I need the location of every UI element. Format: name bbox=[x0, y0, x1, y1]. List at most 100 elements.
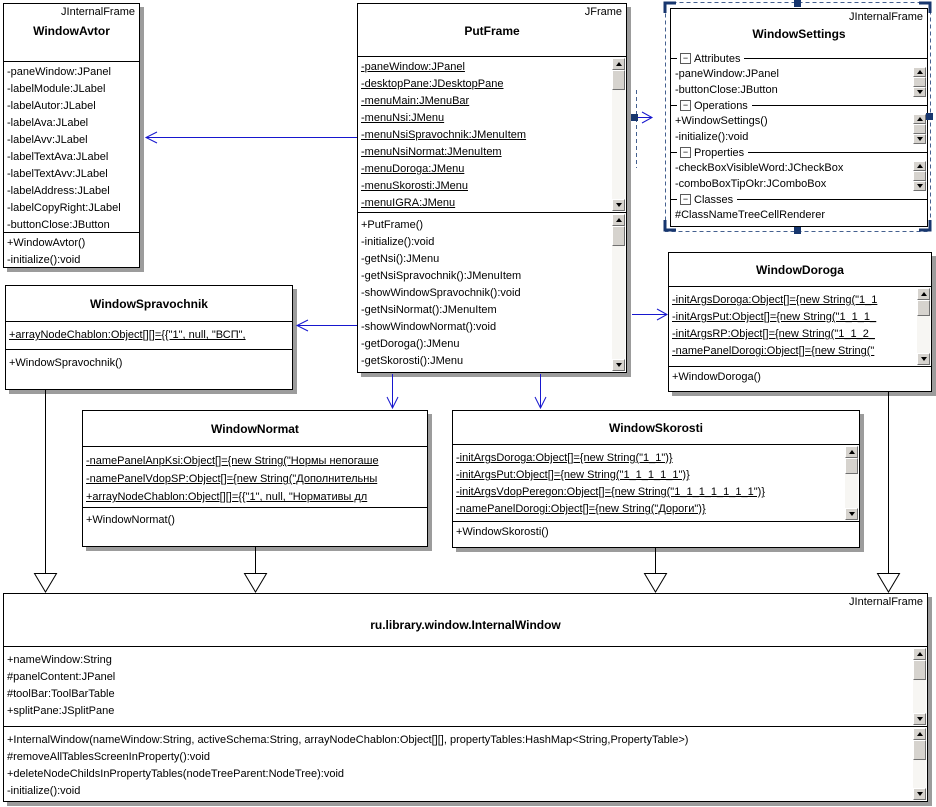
method-row[interactable]: #removeAllTablesScreenInProperty():void bbox=[7, 751, 210, 763]
scroll-up-button[interactable] bbox=[913, 114, 926, 124]
scroll-down-button[interactable] bbox=[913, 713, 926, 725]
method-row[interactable]: -getNsiSpravochnik():JMenuItem bbox=[361, 270, 522, 282]
class-name[interactable]: WindowAvtor bbox=[33, 24, 110, 38]
collapse-icon[interactable]: − bbox=[680, 53, 691, 64]
attribute-row[interactable]: -desktopPane:JDesktopPane bbox=[361, 78, 504, 90]
class-name[interactable]: WindowNormat bbox=[211, 421, 299, 436]
association-putframe-to-windowdoroga[interactable] bbox=[632, 308, 669, 321]
scroll-up-button[interactable] bbox=[913, 728, 926, 740]
scroll-up-button[interactable] bbox=[913, 67, 926, 77]
method-row[interactable]: -initialize():void bbox=[7, 785, 81, 797]
class-box-window-skorosti[interactable]: WindowSkorosti -initArgsDoroga:Object[]=… bbox=[452, 410, 860, 548]
method-row[interactable]: -initialize():void bbox=[7, 254, 81, 266]
attribute-row[interactable]: -menuDoroga:JMenu bbox=[361, 163, 465, 175]
scroll-down-button[interactable] bbox=[913, 134, 926, 144]
attribute-row[interactable]: #panelContent:JPanel bbox=[7, 671, 116, 683]
class-box-internal-window[interactable]: JInternalFrame ru.library.window.Interna… bbox=[3, 593, 928, 802]
attribute-row[interactable]: +arrayNodeChablon:Object[][]={{"1", null… bbox=[86, 491, 368, 503]
method-row[interactable]: -showWindowNormat():void bbox=[361, 321, 497, 333]
scrollbar-thumb[interactable] bbox=[917, 300, 930, 316]
class-row[interactable]: #ClassNameTreeCellRenderer bbox=[675, 209, 825, 221]
attribute-row[interactable]: -labelTextAvv:JLabel bbox=[7, 168, 108, 180]
scroll-down-button[interactable] bbox=[612, 359, 625, 371]
scrollbar[interactable] bbox=[612, 58, 625, 211]
attribute-row[interactable]: -labelModule:JLabel bbox=[7, 83, 106, 95]
scrollbar-track[interactable] bbox=[612, 246, 625, 359]
attribute-row[interactable]: -initArgsDoroga:Object[]={new String("1_… bbox=[672, 294, 878, 306]
class-box-window-avtor[interactable]: JInternalFrame WindowAvtor -paneWindow:J… bbox=[3, 3, 140, 268]
attribute-row[interactable]: -labelAddress:JLabel bbox=[7, 185, 110, 197]
class-box-window-normat[interactable]: WindowNormat -namePanelAnpKsi:Object[]={… bbox=[82, 410, 428, 547]
operation-row[interactable]: +WindowSettings() bbox=[675, 115, 768, 127]
scrollbar[interactable] bbox=[913, 648, 926, 725]
scroll-down-button[interactable] bbox=[612, 199, 625, 211]
attribute-row[interactable]: -labelAva:JLabel bbox=[7, 117, 89, 129]
scrollbar[interactable] bbox=[845, 446, 858, 520]
scrollbar-thumb[interactable] bbox=[913, 660, 926, 680]
scrollbar[interactable] bbox=[913, 728, 926, 800]
class-box-window-spravochnik[interactable]: WindowSpravochnik +arrayNodeChablon:Obje… bbox=[5, 285, 293, 390]
scroll-up-button[interactable] bbox=[917, 288, 930, 300]
method-row[interactable]: -getSkorosti():JMenu bbox=[361, 355, 464, 367]
attribute-row[interactable]: #toolBar:ToolBarTable bbox=[7, 688, 115, 700]
attribute-row[interactable]: -paneWindow:JPanel bbox=[675, 68, 779, 80]
attribute-row[interactable]: +arrayNodeChablon:Object[][]={{"1", null… bbox=[9, 329, 246, 341]
scrollbar[interactable] bbox=[917, 288, 930, 365]
scroll-up-button[interactable] bbox=[612, 58, 625, 70]
scrollbar-track[interactable] bbox=[913, 760, 926, 788]
attribute-row[interactable]: -namePanelVdopSP:Object[]={new String("Д… bbox=[86, 473, 378, 485]
attribute-row[interactable]: -menuMain:JMenuBar bbox=[361, 95, 470, 107]
scrollbar[interactable] bbox=[913, 161, 926, 191]
attribute-row[interactable]: -labelAvv:JLabel bbox=[7, 134, 88, 146]
association-putframe-to-windowskorosti[interactable] bbox=[534, 374, 547, 410]
method-row[interactable]: +InternalWindow(nameWindow:String, activ… bbox=[7, 734, 689, 746]
association-putframe-to-windowspravochnik[interactable] bbox=[295, 319, 357, 332]
association-putframe-to-windowavtor[interactable] bbox=[144, 131, 357, 144]
attribute-row[interactable]: -initArgsPut:Object[]={new String("1_1_1… bbox=[456, 469, 690, 481]
attribute-row[interactable]: -labelAutor:JLabel bbox=[7, 100, 96, 112]
class-box-window-doroga[interactable]: WindowDoroga -initArgsDoroga:Object[]={n… bbox=[668, 252, 932, 392]
method-row[interactable]: +PutFrame() bbox=[361, 219, 424, 231]
scrollbar-track[interactable] bbox=[917, 316, 930, 353]
attribute-row[interactable]: -menuSkorosti:JMenu bbox=[361, 180, 468, 192]
scrollbar-thumb[interactable] bbox=[845, 458, 858, 474]
scrollbar[interactable] bbox=[913, 114, 926, 144]
scrollbar-track[interactable] bbox=[845, 474, 858, 508]
scrollbar-thumb[interactable] bbox=[913, 77, 926, 87]
scroll-down-button[interactable] bbox=[917, 353, 930, 365]
collapse-icon[interactable]: − bbox=[680, 100, 691, 111]
scrollbar-thumb[interactable] bbox=[612, 70, 625, 90]
class-name[interactable]: PutFrame bbox=[464, 24, 520, 38]
scroll-up-button[interactable] bbox=[612, 214, 625, 226]
association-putframe-to-windownormat[interactable] bbox=[386, 374, 399, 410]
method-row[interactable]: -showWindowSpravochnik():void bbox=[361, 287, 521, 299]
class-name[interactable]: WindowSettings bbox=[752, 27, 846, 41]
method-row[interactable]: -getDoroga():JMenu bbox=[361, 338, 460, 350]
attribute-row[interactable]: -menuIGRA:JMenu bbox=[361, 197, 456, 209]
scrollbar[interactable] bbox=[612, 214, 625, 371]
scrollbar-track[interactable] bbox=[612, 90, 625, 199]
attribute-row[interactable]: -buttonClose:JButton bbox=[7, 219, 110, 231]
scroll-down-button[interactable] bbox=[845, 508, 858, 520]
property-row[interactable]: -comboBoxTipOkr:JComboBox bbox=[675, 178, 827, 190]
scroll-up-button[interactable] bbox=[845, 446, 858, 458]
attribute-row[interactable]: -initArgsRP:Object[]={new String("1_1_2_ bbox=[672, 328, 875, 340]
attribute-row[interactable]: +splitPane:JSplitPane bbox=[7, 705, 115, 717]
attribute-row[interactable]: -initArgsDoroga:Object[]={new String("1_… bbox=[456, 452, 673, 464]
class-name[interactable]: ru.library.window.InternalWindow bbox=[370, 618, 561, 632]
group-header[interactable]: − Properties bbox=[671, 145, 927, 160]
scrollbar-track[interactable] bbox=[913, 680, 926, 713]
scroll-down-button[interactable] bbox=[913, 181, 926, 191]
association-putframe-to-windowsettings[interactable] bbox=[632, 111, 654, 124]
scroll-up-button[interactable] bbox=[913, 648, 926, 660]
attribute-row[interactable]: -initArgsPut:Object[]={new String("1_1_1… bbox=[672, 311, 877, 323]
scrollbar-thumb[interactable] bbox=[913, 740, 926, 760]
attribute-row[interactable]: -menuNsiNormat:JMenuItem bbox=[361, 146, 502, 158]
collapse-icon[interactable]: − bbox=[680, 194, 691, 205]
method-row[interactable]: +WindowSkorosti() bbox=[456, 526, 549, 538]
attribute-row[interactable]: -menuNsi:JMenu bbox=[361, 112, 445, 124]
attribute-row[interactable]: -paneWindow:JPanel bbox=[7, 66, 111, 78]
attribute-row[interactable]: -namePanelDorogi:Object[]={new String("Д… bbox=[456, 503, 706, 515]
class-box-put-frame[interactable]: JFrame PutFrame -paneWindow:JPanel-deskt… bbox=[357, 3, 627, 373]
